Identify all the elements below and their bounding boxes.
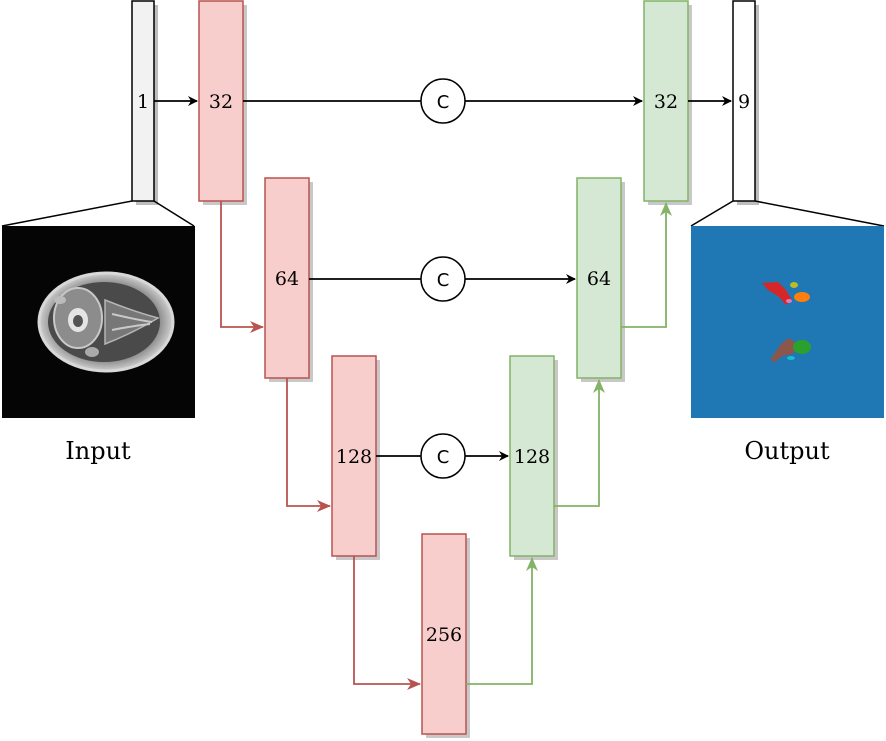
upsample-arrow-3 xyxy=(621,202,672,328)
output-zoom-line-left xyxy=(690,200,734,227)
output-caption: Output xyxy=(744,437,830,465)
decoder-1-label: 32 xyxy=(654,91,678,113)
concat-label-3: C xyxy=(437,447,450,468)
output-segmentation-image xyxy=(691,226,884,418)
concat-node-1 xyxy=(420,78,466,124)
encoder-1-label: 32 xyxy=(209,91,233,113)
decoder-block-2: 64 xyxy=(576,177,625,382)
input-block: 1 xyxy=(131,0,158,205)
downsample-arrow-1 xyxy=(220,201,264,333)
output-channels-label: 9 xyxy=(738,91,750,113)
input-zoom-line-right xyxy=(153,200,195,227)
output-block: 9 xyxy=(732,0,759,205)
output-zoom-line-right xyxy=(754,200,885,227)
upsample-arrow-1 xyxy=(466,557,538,685)
encoder-block-3: 128 xyxy=(331,355,380,560)
downsample-arrow-3 xyxy=(353,556,421,690)
decoder-3-label: 128 xyxy=(514,446,550,468)
concat-node-3 xyxy=(420,433,466,479)
decoder-block-3: 128 xyxy=(509,355,558,560)
encoder-block-4: 256 xyxy=(421,533,470,738)
encoder-2-label: 64 xyxy=(275,268,299,290)
concat-label-1: C xyxy=(437,92,450,113)
decoder-block-1: 32 xyxy=(643,0,692,205)
upsample-arrow-2 xyxy=(554,379,605,507)
input-caption: Input xyxy=(65,437,131,465)
concat-node-2 xyxy=(420,256,466,302)
downsample-arrow-2 xyxy=(286,378,331,512)
skip-connection-1: C xyxy=(243,78,643,124)
input-mri-image xyxy=(2,226,195,418)
skip-connection-3: C xyxy=(376,433,509,479)
encoder-3-label: 128 xyxy=(336,446,372,468)
concat-label-2: C xyxy=(437,270,450,291)
encoder-block-2: 64 xyxy=(264,177,313,382)
input-channels-label: 1 xyxy=(137,91,149,113)
skip-connection-2: C xyxy=(309,256,576,302)
encoder-4-label: 256 xyxy=(426,624,462,646)
input-zoom-line-left xyxy=(1,200,133,227)
decoder-2-label: 64 xyxy=(587,268,611,290)
encoder-block-1: 32 xyxy=(198,0,247,205)
